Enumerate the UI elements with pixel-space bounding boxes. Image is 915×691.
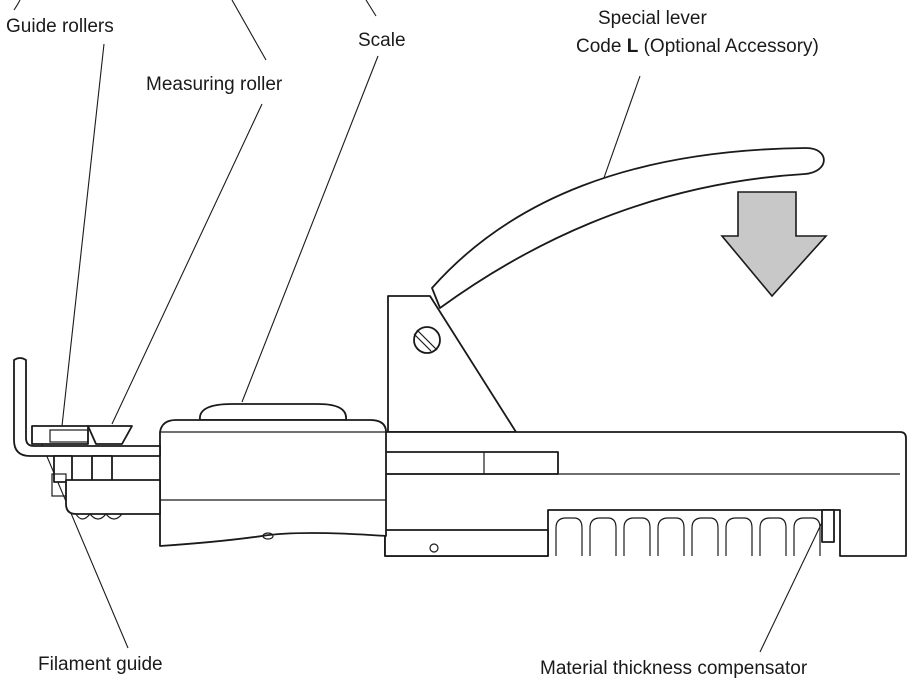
scale-block <box>159 419 387 547</box>
press-down-arrow-icon <box>720 191 828 298</box>
body-slot <box>377 451 559 475</box>
measuring-roller <box>87 425 133 445</box>
scale-dome <box>199 403 347 421</box>
label-measuring-roller: Measuring roller <box>146 74 283 95</box>
label-special-lever: Special lever <box>598 8 707 29</box>
body-lower-strip <box>384 529 549 557</box>
leader-measuring-roller-top <box>231 0 267 61</box>
leader-guide-rollers-top <box>13 0 21 11</box>
leader-thickness-compensator <box>759 513 827 653</box>
lever-bracket <box>387 295 517 433</box>
guide-roller-left <box>31 425 89 445</box>
special-lever <box>431 147 825 309</box>
thickness-compensator-part <box>821 509 835 543</box>
label-code-letter: L <box>627 36 639 57</box>
leader-guide-rollers <box>61 43 105 427</box>
leader-scale-top <box>365 0 377 17</box>
label-special-lever-code: Code L (Optional Accessory) <box>576 36 819 57</box>
leader-scale <box>241 55 379 403</box>
filament-guide <box>13 357 161 457</box>
grip-ribs <box>555 509 835 556</box>
scale-housing <box>159 403 387 547</box>
label-guide-rollers: Guide rollers <box>6 16 114 37</box>
front-assembly <box>13 357 161 520</box>
label-material-thickness-compensator: Material thickness compensator <box>540 658 808 679</box>
leader-measuring-roller <box>111 103 263 425</box>
bracket-screw-icon <box>413 326 441 354</box>
label-filament-guide: Filament guide <box>38 654 163 675</box>
label-scale: Scale <box>358 30 406 51</box>
label-code-suffix: (Optional Accessory) <box>638 36 819 57</box>
leader-lines <box>13 0 827 653</box>
label-code-prefix: Code <box>576 36 627 57</box>
